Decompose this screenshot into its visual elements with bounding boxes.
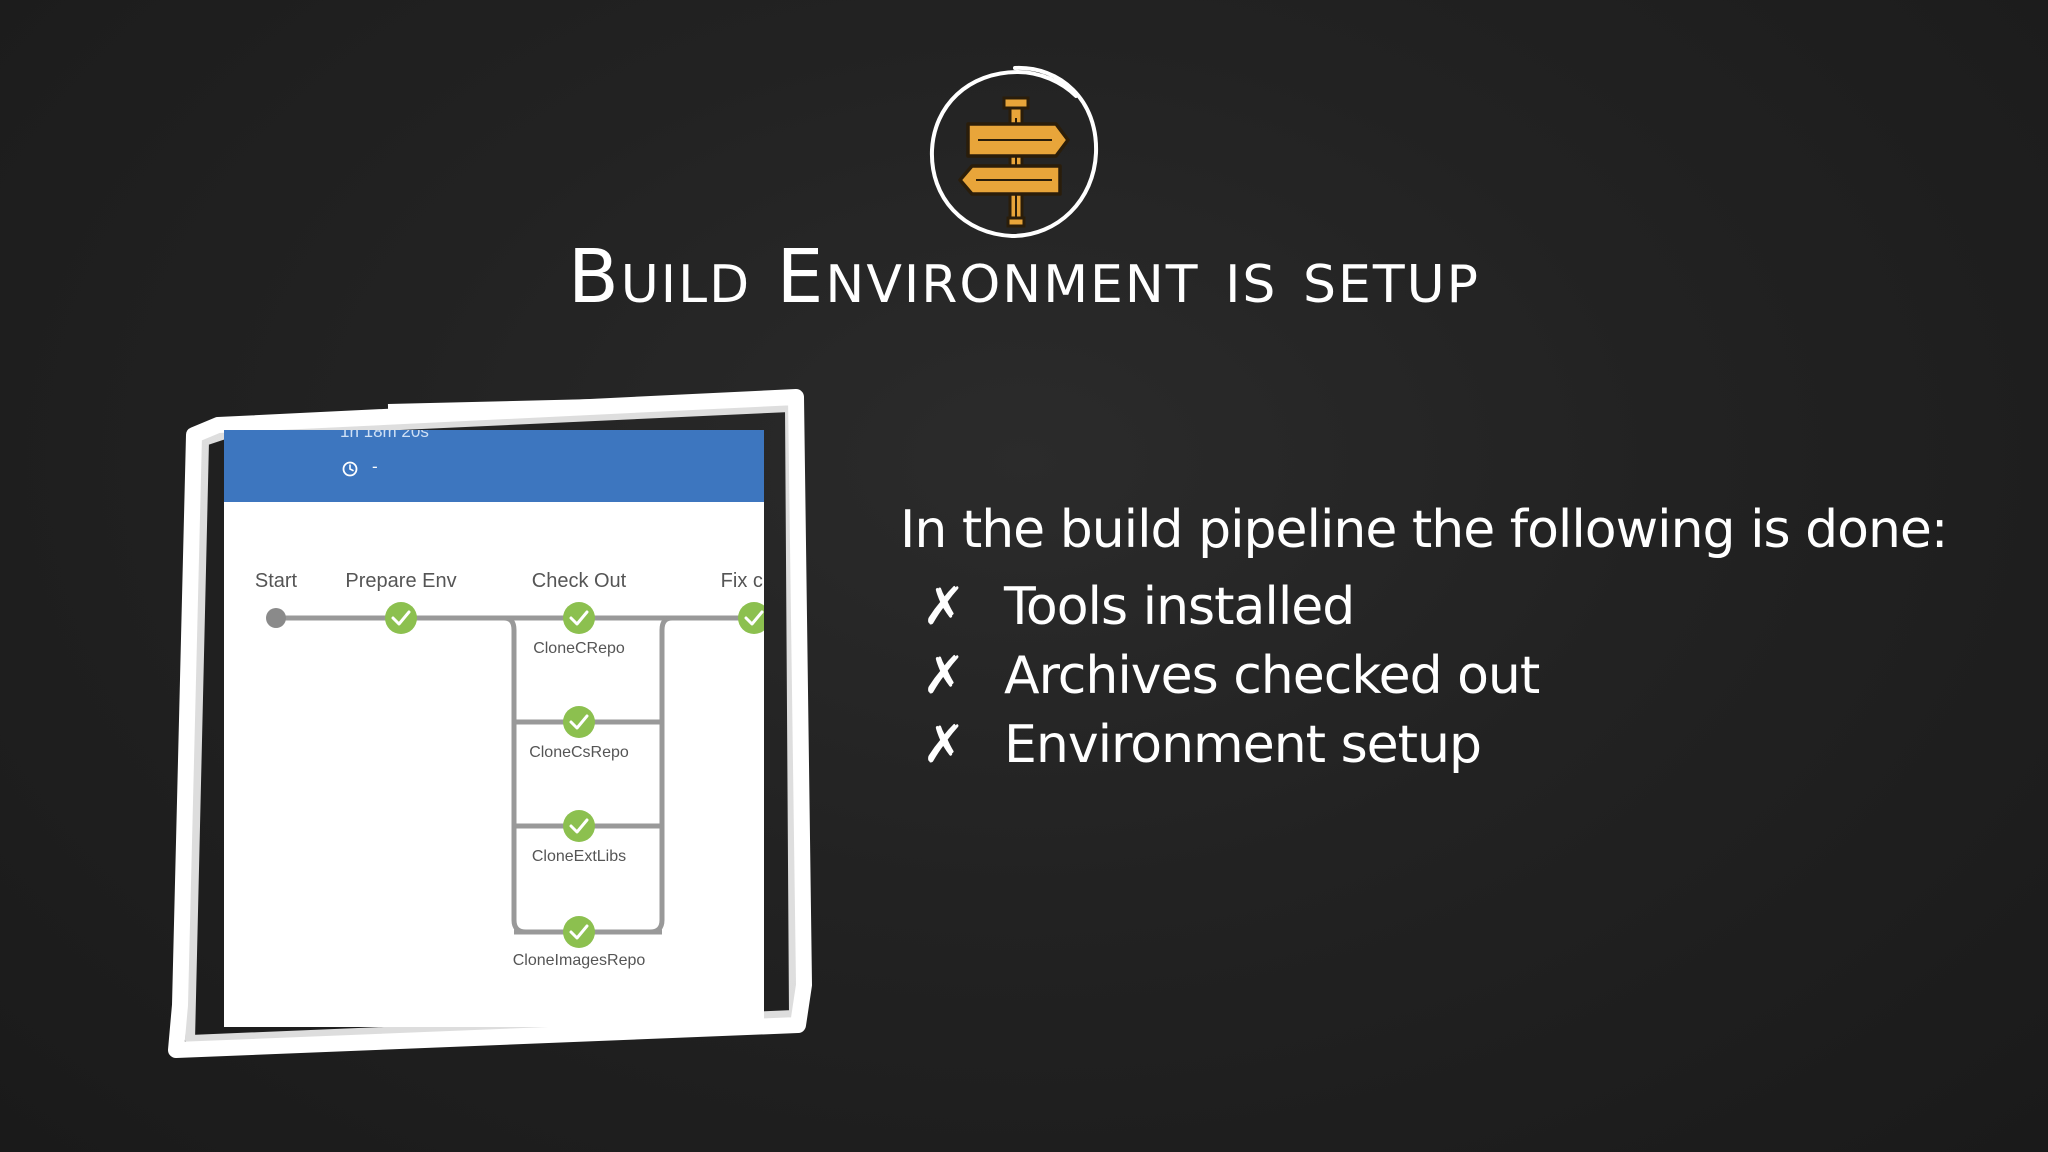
node-clone-images-repo — [563, 916, 595, 948]
node-fix — [738, 602, 764, 634]
bullet-text: Archives checked out — [1004, 645, 1540, 706]
duration-text: 1h 18m 20s — [340, 430, 429, 441]
node-check-out — [563, 602, 595, 634]
start-node — [266, 608, 286, 628]
branch-label-clone-ext-libs[interactable]: CloneExtLibs — [531, 848, 627, 865]
signpost-icon — [920, 58, 1110, 248]
bullet-list: ✗ Tools installed ✗ Archives checked out… — [922, 572, 1540, 779]
node-clone-ext-libs — [563, 810, 595, 842]
intro-text: In the build pipeline the following is d… — [900, 500, 1948, 560]
stage-label-fix[interactable]: Fix cl — [720, 570, 764, 592]
screenshot-frame — [168, 389, 812, 1058]
bullet-text: Environment setup — [1004, 714, 1482, 775]
branch-label-clone-images-repo[interactable]: CloneImagesRepo — [512, 952, 646, 969]
list-item: ✗ Tools installed — [922, 572, 1539, 641]
header-dash: - — [372, 457, 378, 476]
list-item: ✗ Archives checked out — [922, 641, 1540, 710]
pipeline-screenshot: 1h 18m 20s - — [224, 430, 764, 1027]
stage-label-prepare-env[interactable]: Prepare Env — [345, 570, 457, 592]
branch-label-clone-cs-repo[interactable]: CloneCsRepo — [529, 744, 629, 761]
list-item: ✗ Environment setup — [922, 710, 1539, 779]
bullet-text: Tools installed — [1004, 576, 1355, 637]
cross-mark-icon: ✗ — [922, 714, 966, 775]
node-prepare-env — [385, 602, 417, 634]
pipeline-header: 1h 18m 20s - — [224, 430, 764, 502]
cross-mark-icon: ✗ — [922, 576, 966, 637]
stage-label-check-out[interactable]: Check Out — [531, 570, 627, 592]
slide-title: Build Environment is setup — [567, 234, 1481, 320]
pipeline-graph — [266, 602, 764, 948]
branch-label-clone-c-repo[interactable]: CloneCRepo — [533, 640, 625, 657]
node-clone-cs-repo — [563, 706, 595, 738]
stage-label-start[interactable]: Start — [254, 570, 298, 592]
clock-icon — [342, 461, 358, 477]
cross-mark-icon: ✗ — [922, 645, 966, 706]
